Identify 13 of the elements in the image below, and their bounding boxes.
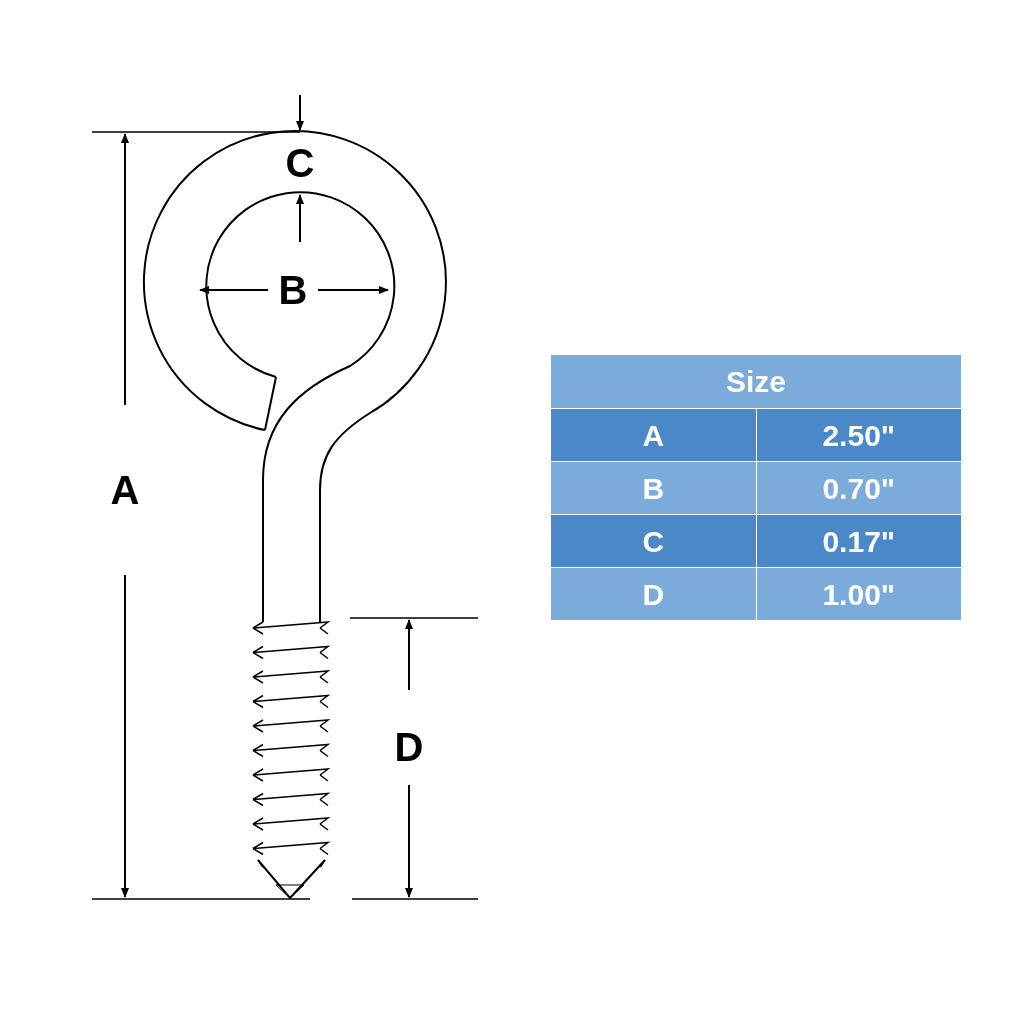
dimension-label: B: [278, 270, 308, 310]
dimension-label: D: [394, 727, 424, 767]
dimension-label: C: [285, 143, 315, 183]
table-cell: 1.00": [756, 568, 961, 620]
table-cell: 0.70": [756, 462, 961, 514]
table-cell: 0.17": [756, 515, 961, 567]
table-cell: 2.50": [756, 409, 961, 461]
table-cell: A: [551, 409, 757, 461]
table-header: Size: [551, 355, 961, 409]
table-cell: B: [551, 462, 757, 514]
dimension-label: A: [110, 470, 140, 510]
table-cell: D: [551, 568, 757, 620]
table-cell: C: [551, 515, 757, 567]
